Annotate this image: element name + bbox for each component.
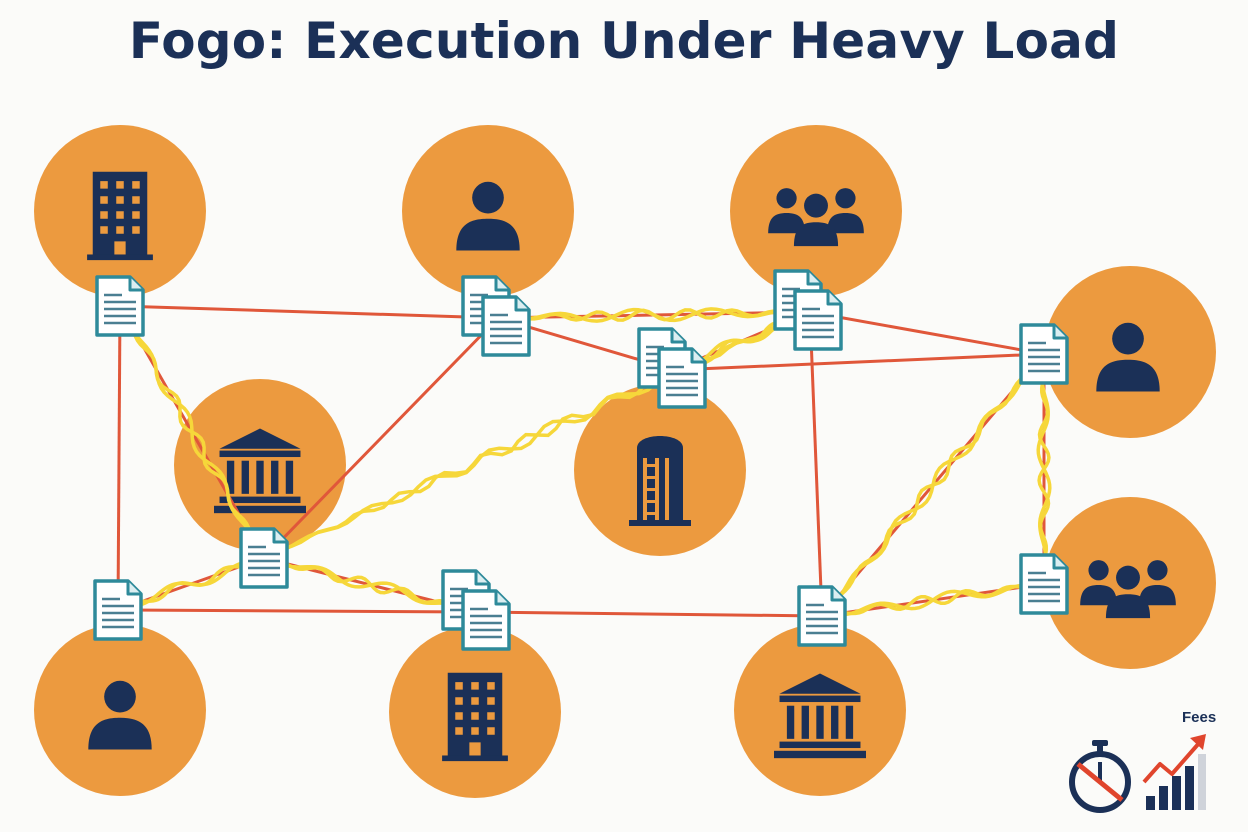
document-sheet: [95, 275, 145, 337]
document-icon: [239, 527, 289, 589]
flow-line: [820, 352, 1046, 618]
node-n9: [389, 626, 561, 798]
document-icon: [1019, 323, 1069, 385]
page-title: Fogo: Execution Under Heavy Load: [128, 12, 1120, 70]
link-line: [809, 310, 1045, 356]
node-n6: [574, 384, 746, 556]
node-n5: [174, 379, 346, 551]
node-n8: [34, 624, 206, 796]
fees-label: Fees: [1182, 709, 1216, 726]
rising-fees-chart-icon: [1142, 734, 1206, 810]
node-n4: [1044, 266, 1216, 438]
link-line: [116, 305, 122, 611]
silo-tower-icon: [629, 436, 691, 526]
stopwatch-crossed-icon: [1069, 740, 1131, 813]
document-icon: [95, 275, 145, 337]
link-line: [673, 352, 1045, 372]
document-sheet: [461, 589, 511, 651]
node-n10: [734, 624, 906, 796]
document-icon: [93, 579, 143, 641]
node-n3: [730, 125, 902, 297]
document-sheet: [1019, 553, 1069, 615]
document-sheet: [239, 527, 289, 589]
node-n1: [34, 125, 206, 297]
node-n7: [1044, 497, 1216, 669]
document-sheet: [93, 579, 143, 641]
flow-line: [496, 308, 812, 322]
legend: Fees: [1069, 709, 1216, 813]
document-icon: [1019, 553, 1069, 615]
flow-line: [820, 582, 1046, 618]
document-sheet: [481, 295, 531, 357]
link-line: [262, 316, 500, 560]
nodes-layer: [34, 125, 1216, 798]
flow-line: [1037, 352, 1051, 586]
node-n2: [402, 125, 574, 297]
link-line: [808, 311, 824, 617]
document-sheet: [797, 585, 847, 647]
link-line: [477, 610, 823, 618]
flow-line: [262, 310, 812, 560]
document-icon: [797, 585, 847, 647]
flow-line: [118, 304, 266, 560]
link-line: [117, 608, 479, 614]
document-sheet: [657, 347, 707, 409]
link-line: [119, 304, 499, 320]
document-sheet: [793, 289, 843, 351]
document-sheet: [1019, 323, 1069, 385]
